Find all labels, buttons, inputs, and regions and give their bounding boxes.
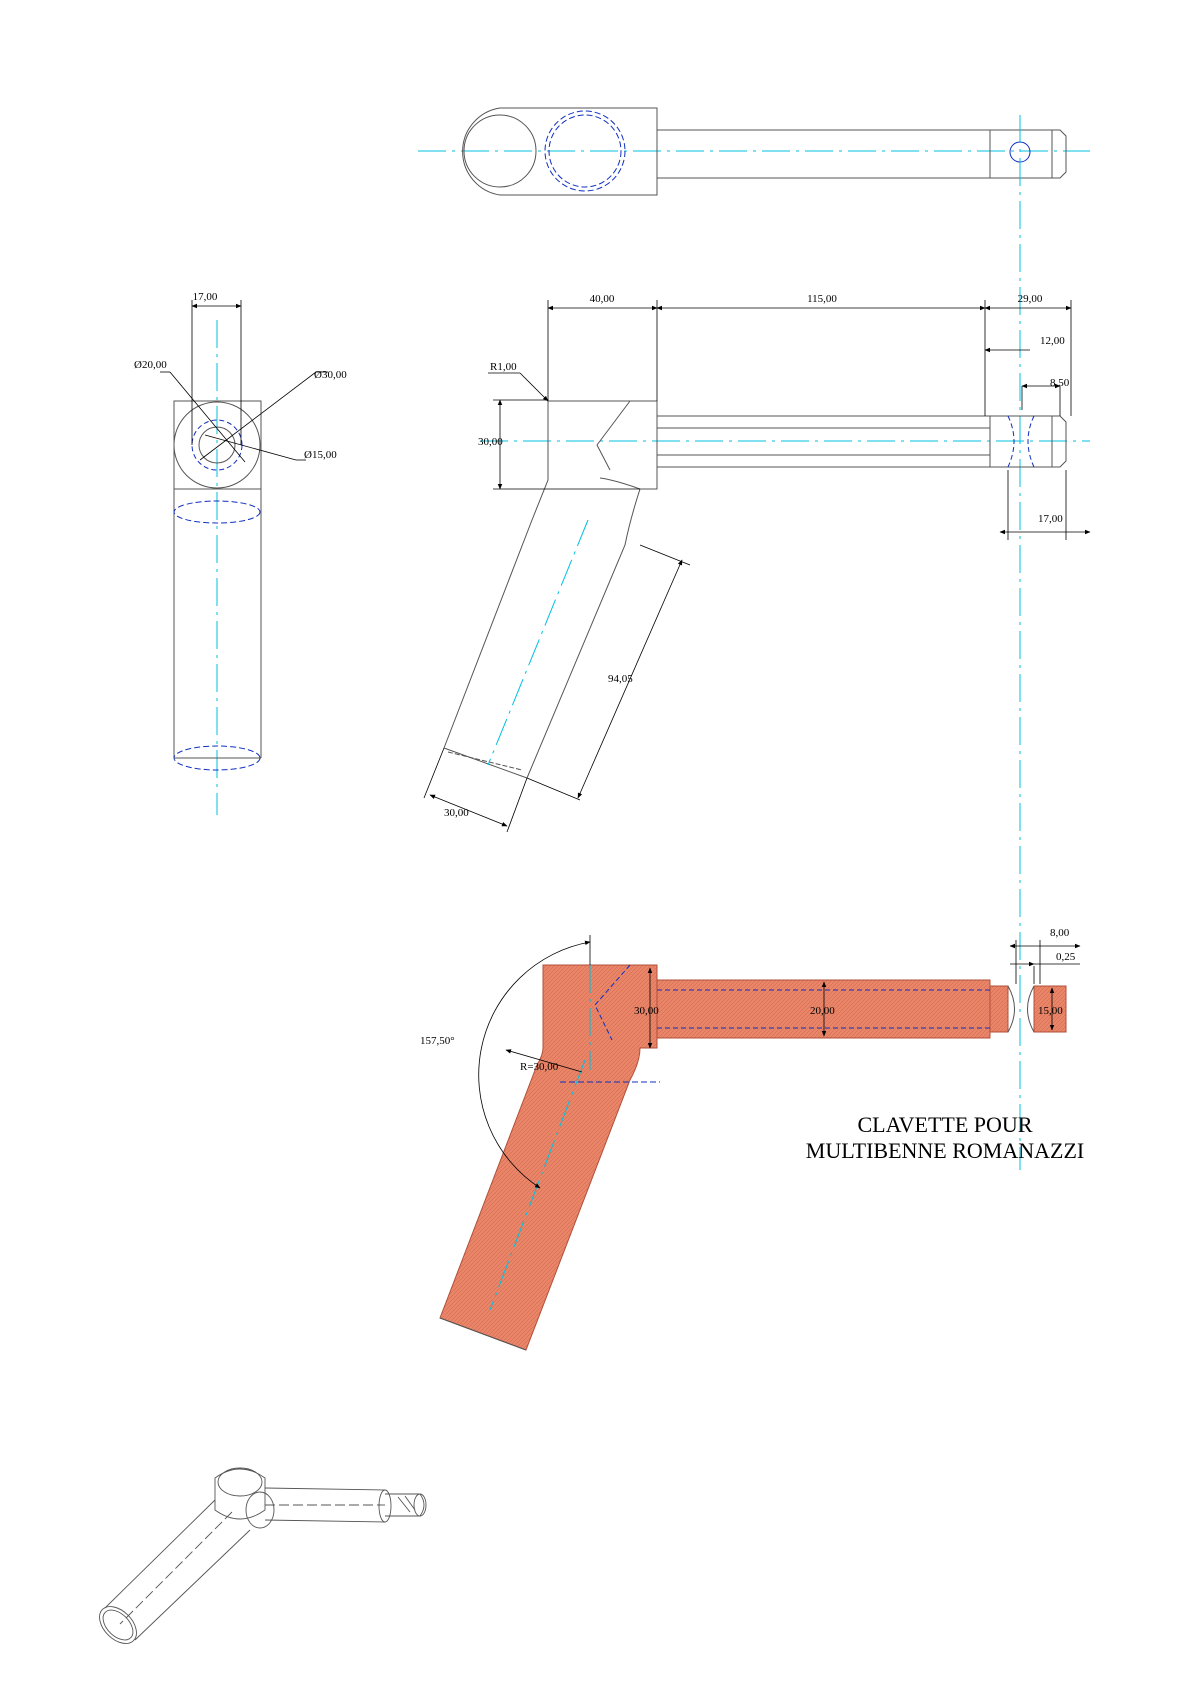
front-view-dims bbox=[423, 300, 1091, 833]
dim-front-12: 12,00 bbox=[1040, 335, 1065, 347]
dim-side-width: 17,00 bbox=[193, 291, 218, 303]
dim-front-8-5: 8,50 bbox=[1050, 377, 1070, 389]
dim-front-29: 29,00 bbox=[1018, 293, 1043, 305]
dim-front-30: 30,00 bbox=[478, 436, 503, 448]
dim-sect-20: 20,00 bbox=[810, 1005, 835, 1017]
side-view bbox=[160, 300, 328, 815]
dim-front-40: 40,00 bbox=[590, 293, 615, 305]
dim-sect-025: 0,25 bbox=[1056, 951, 1076, 963]
top-view bbox=[418, 107, 1090, 1170]
dim-front-arm-30: 30,00 bbox=[444, 807, 469, 819]
drawing-title: CLAVETTE POUR MULTIBENNE ROMANAZZI bbox=[760, 1112, 1130, 1164]
dim-front-115: 115,00 bbox=[807, 293, 837, 305]
dim-sect-angle: 157,50° bbox=[420, 1035, 455, 1047]
dim-sect-radius: R=30,00 bbox=[520, 1061, 559, 1073]
dim-sect-8: 8,00 bbox=[1050, 927, 1070, 939]
side-view-labels: 17,00 Ø20,00 Ø30,00 Ø15,00 bbox=[134, 291, 347, 461]
dim-side-d20: Ø20,00 bbox=[134, 359, 167, 371]
front-view-labels: 40,00 115,00 29,00 12,00 8,50 R1,00 30,0… bbox=[444, 293, 1070, 819]
front-view bbox=[443, 400, 1090, 779]
dim-side-d30: Ø30,00 bbox=[314, 369, 347, 381]
title-line-1: CLAVETTE POUR bbox=[857, 1112, 1033, 1137]
dim-sect-15: 15,00 bbox=[1038, 1005, 1063, 1017]
section-view-dims bbox=[478, 935, 1081, 1189]
section-view-labels: 8,00 0,25 30,00 20,00 15,00 157,50° R=30… bbox=[420, 927, 1076, 1073]
dim-sect-30: 30,00 bbox=[634, 1005, 659, 1017]
dim-front-94: 94,05 bbox=[608, 673, 633, 685]
dim-front-17: 17,00 bbox=[1038, 513, 1063, 525]
dim-side-d15: Ø15,00 bbox=[304, 449, 337, 461]
title-line-2: MULTIBENNE ROMANAZZI bbox=[805, 1138, 1085, 1163]
dim-front-r1: R1,00 bbox=[490, 361, 517, 373]
isometric-view bbox=[99, 1467, 427, 1644]
